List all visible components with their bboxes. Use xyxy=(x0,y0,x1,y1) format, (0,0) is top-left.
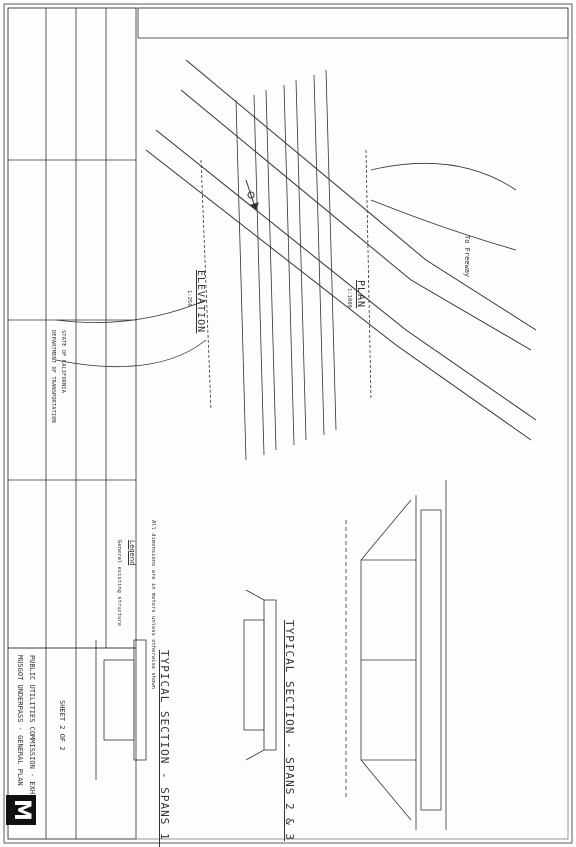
section-spans-2-3-title: TYPICAL SECTION - SPANS 2 & 3 xyxy=(283,620,296,842)
commission-label: PUBLIC UTILITIES COMMISSION - EXHIBIT xyxy=(28,655,36,811)
elevation-scale: 1:250 xyxy=(186,290,192,307)
general-notes: General existing structure xyxy=(116,540,122,627)
elevation-title: ELEVATION xyxy=(195,270,206,334)
right-title-block xyxy=(7,647,137,840)
department-label: DEPARTMENT OF TRANSPORTATION xyxy=(50,330,56,423)
section2-girder xyxy=(103,659,135,741)
project-title: MUSGOT UNDERPASS - GENERAL PLAN xyxy=(16,655,24,786)
plan-title: PLAN xyxy=(355,280,366,309)
road-edge-1 xyxy=(185,59,537,331)
track-3 xyxy=(295,79,307,441)
revision-strip xyxy=(137,7,569,39)
elev-deck xyxy=(420,509,442,811)
all-dimensions-note: All dimensions are in meters unless othe… xyxy=(150,520,156,689)
section1-edges xyxy=(245,589,265,761)
bridge-line-2 xyxy=(200,159,212,411)
road-edge-3 xyxy=(155,129,537,421)
state-label: STATE OF CALIFORNIA xyxy=(60,330,66,393)
track-2 xyxy=(313,74,325,436)
plan-scale: 1:1000 xyxy=(346,288,352,308)
road-edge-2 xyxy=(180,89,532,351)
sheet-number: SHEET 2 OF 2 xyxy=(58,700,66,751)
road-edge-4 xyxy=(145,149,532,441)
caltrans-logo: M xyxy=(6,795,36,825)
track-5 xyxy=(265,89,277,451)
section1-girder xyxy=(243,619,265,731)
track-1 xyxy=(325,69,337,431)
to-freeway-label: To Freeway xyxy=(463,235,471,278)
track-7 xyxy=(235,99,247,461)
slope-line-4 xyxy=(55,339,207,368)
track-6 xyxy=(253,94,265,456)
slope-line-2 xyxy=(370,199,517,251)
sheet-border xyxy=(3,3,573,844)
track-4 xyxy=(283,84,295,446)
section-spans-1-4-title: TYPICAL SECTION - SPANS 1 & 4 xyxy=(158,650,171,847)
bridge-line-1 xyxy=(365,149,372,401)
legend-label: Legend xyxy=(128,540,136,566)
slope-line-1 xyxy=(370,162,517,191)
